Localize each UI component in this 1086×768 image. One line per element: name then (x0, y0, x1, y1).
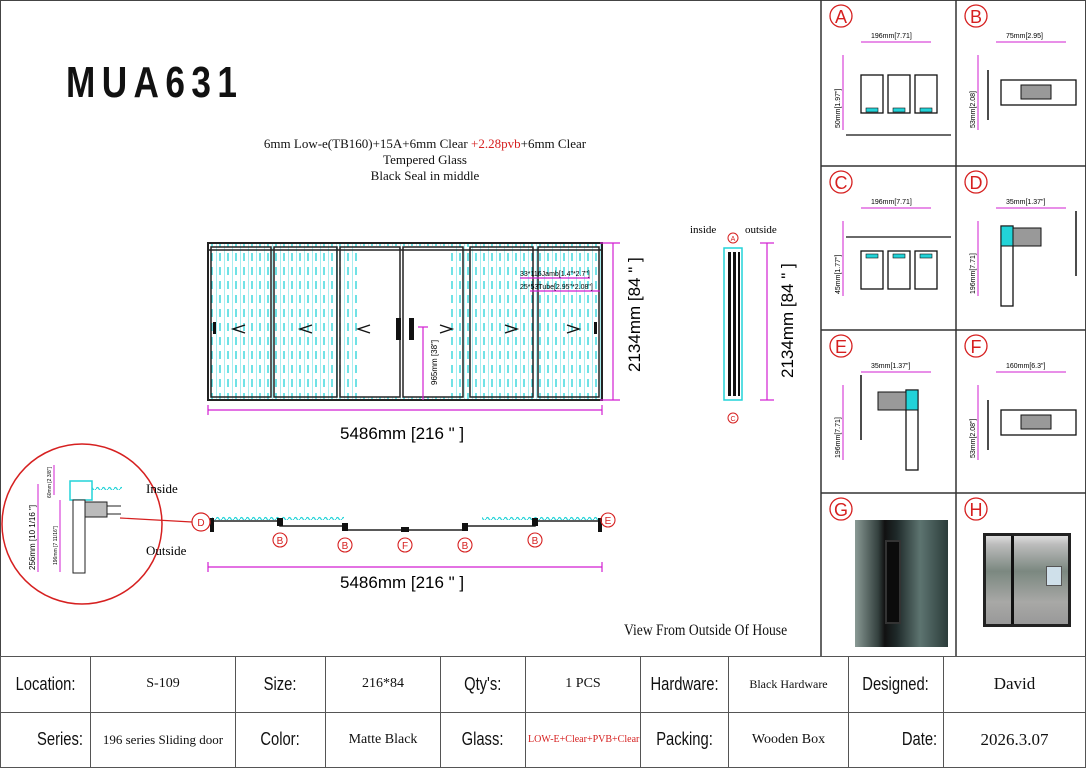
detail-marker-label: A (835, 7, 847, 27)
model-title: MUA631 (66, 58, 244, 107)
detail-dim-1: 196mm[7.71] (871, 199, 912, 206)
size-value: 216*84 (325, 656, 441, 713)
glass-value: LOW-E+Clear+PVB+Clear (525, 711, 641, 768)
location-label: Location: (0, 656, 91, 713)
plan-marker-circle (527, 532, 543, 548)
detail-b: B 75mm[2.95] 53mm[2.08] (964, 4, 1077, 130)
series-value: 196 series Sliding door (90, 711, 236, 768)
section-marker-a: A (731, 236, 736, 243)
glass-spec-line1c: +6mm Clear (520, 136, 587, 151)
plan-width-label: 5486mm [216 " ] (340, 573, 464, 592)
detail-dim-2: 45mm[1.77"] (835, 254, 842, 294)
detail-dim-2: 53mm[2.08] (970, 91, 977, 128)
detail-grid (820, 0, 1086, 656)
plan-marker-b: B (532, 536, 539, 547)
handle-height-label: 965mm [38"] (430, 340, 439, 385)
plan-inside-label: Inside (146, 481, 178, 496)
plan-marker-circle (337, 537, 353, 553)
plan-view: D B B F B B E 5486mm [216 " ] 256mm [10 1/16 "… (1, 443, 616, 605)
glass-spec-line1a: 6mm Low-e(TB160)+15A+6mm Clear (263, 136, 472, 151)
plan-marker-b: B (277, 536, 284, 547)
qty-value: 1 PCS (525, 656, 641, 713)
glass-spec-line2: Tempered Glass (383, 152, 467, 167)
section-inside-label: inside (690, 224, 716, 236)
detail-top-label: 60mm [2 3/8"] (47, 466, 53, 498)
table-row: Location: S-109 Size: 216*84 Qty's: 1 PC… (0, 656, 1086, 713)
designed-value: David (943, 656, 1086, 713)
plan-outside-label: Outside (146, 543, 187, 558)
elevation-height-label: 2134mm [84 " ] (625, 257, 644, 372)
view-caption: View From Outside Of House (624, 622, 788, 639)
slide-arrows (230, 324, 582, 334)
detail-dim-2: 50mm[1.97"] (835, 88, 842, 128)
date-value: 2026.3.07 (943, 711, 1086, 768)
detail-marker-label: G (834, 500, 848, 520)
plan-marker-circle (457, 537, 473, 553)
detail-dim-1: 35mm[1.37"] (871, 363, 911, 370)
detail-a: A 196mm[7.71] 50mm[1.97"] (829, 4, 951, 136)
qty-label: Qty's: (440, 656, 526, 713)
detail-f: F 160mm[6.3"] 53mm[2.08"] (964, 334, 1077, 460)
location-value: S-109 (90, 656, 236, 713)
plan-marker-circle (272, 532, 288, 548)
handle-left-icon (396, 318, 401, 340)
section-height-label: 2134mm [84 " ] (778, 263, 797, 378)
glass-label: Glass: (440, 711, 526, 768)
plan-marker-b: B (462, 541, 469, 552)
elevation-width-label: 5486mm [216 " ] (340, 424, 464, 443)
detail-marker-label: C (835, 173, 848, 193)
glass-spec-pvb: +2.28pvb (471, 136, 521, 151)
section-marker-c: C (730, 416, 735, 423)
hardware-label: Hardware: (640, 656, 729, 713)
table-row: Series: 196 series Sliding door Color: M… (0, 711, 1086, 768)
photo-h-door (983, 533, 1071, 627)
detail-marker-label: H (970, 500, 983, 520)
detail-frame-label: 196mm [7 11/16"] (53, 525, 59, 565)
section-outside-label: outside (745, 224, 777, 236)
color-label: Color: (235, 711, 326, 768)
front-elevation: 5486mm [216 " ] 2134mm [84 " ] 965mm [38… (207, 242, 644, 443)
packing-value: Wooden Box (728, 711, 849, 768)
hardware-value: Black Hardware (728, 656, 849, 713)
date-label: Date: (848, 711, 944, 768)
detail-h: H (964, 497, 988, 521)
glass-spec: 6mm Low-e(TB160)+15A+6mm Clear +2.28pvb+… (200, 136, 650, 184)
detail-total-label: 256mm [10 1/16 "] (28, 505, 37, 570)
plan-marker-circle (600, 512, 616, 528)
detail-dim-1: 196mm[7.71] (871, 33, 912, 40)
plan-marker-b: B (342, 541, 349, 552)
plan-marker-d: D (197, 518, 204, 529)
detail-dim-2: 196mm[7.71] (835, 417, 842, 458)
detail-g: G (829, 497, 853, 521)
detail-marker-label: F (971, 337, 982, 357)
color-value: Matte Black (325, 711, 441, 768)
tube-label: 25*53Tube[2.95"*2.08"] (520, 284, 593, 291)
info-table: Location: S-109 Size: 216*84 Qty's: 1 PC… (0, 656, 1086, 768)
designed-label: Designed: (848, 656, 944, 713)
detail-marker-label: B (970, 7, 982, 27)
detail-dim-1: 75mm[2.95] (1006, 33, 1043, 40)
size-label: Size: (235, 656, 326, 713)
detail-marker-label: E (835, 337, 847, 357)
packing-label: Packing: (640, 711, 729, 768)
plan-marker-e: E (605, 516, 612, 527)
detail-d: D 35mm[1.37"] 196mm[7.71] (964, 170, 1077, 307)
glass-spec-line3: Black Seal in middle (370, 168, 480, 183)
detail-marker-label: D (970, 173, 983, 193)
detail-dim-1: 35mm[1.37"] (1006, 199, 1046, 206)
detail-dim-1: 160mm[6.3"] (1006, 363, 1046, 370)
detail-c: C 196mm[7.71] 45mm[1.77"] (829, 170, 951, 296)
side-section: inside outside A C 2134mm [84 " ] (690, 224, 797, 424)
photo-g-handle (855, 520, 948, 647)
detail-e: E 35mm[1.37"] 196mm[7.71] (829, 334, 931, 471)
series-label: Series: (0, 711, 91, 768)
plan-marker-circle (397, 537, 413, 553)
handle-right-icon (409, 318, 414, 340)
plan-marker-f: F (402, 541, 408, 552)
jamb-label: 33*116Jamb[1.4"*2.7"] (520, 271, 590, 278)
detail-dim-2: 196mm[7.71] (970, 253, 977, 294)
detail-dim-2: 53mm[2.08"] (970, 418, 977, 458)
